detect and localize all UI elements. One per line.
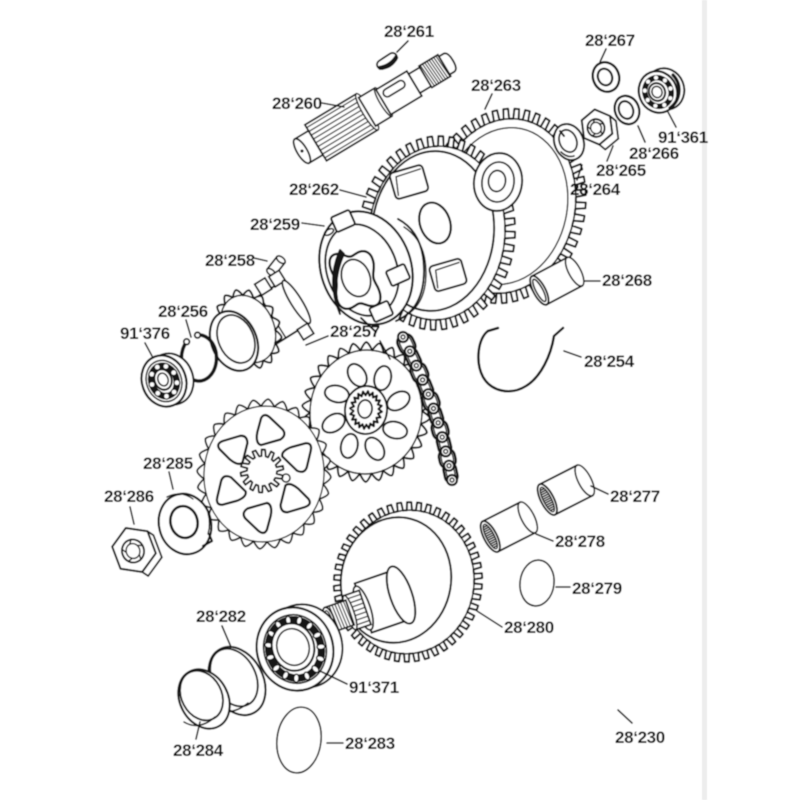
svg-text:28‘256: 28‘256 bbox=[158, 302, 208, 321]
svg-text:28‘279: 28‘279 bbox=[572, 579, 622, 598]
svg-text:28‘262: 28‘262 bbox=[289, 180, 339, 199]
svg-text:28‘257: 28‘257 bbox=[330, 322, 380, 341]
svg-text:91‘376: 91‘376 bbox=[120, 324, 170, 343]
svg-text:28‘254: 28‘254 bbox=[584, 352, 635, 371]
svg-text:28‘278: 28‘278 bbox=[555, 532, 605, 551]
svg-text:28‘266: 28‘266 bbox=[629, 144, 679, 163]
svg-text:28‘259: 28‘259 bbox=[250, 215, 300, 234]
svg-text:28‘263: 28‘263 bbox=[471, 76, 521, 95]
svg-text:28‘267: 28‘267 bbox=[585, 31, 635, 50]
svg-text:28‘261: 28‘261 bbox=[384, 22, 434, 41]
svg-text:28‘230: 28‘230 bbox=[615, 728, 665, 747]
svg-text:28‘268: 28‘268 bbox=[602, 271, 652, 290]
svg-text:28‘260: 28‘260 bbox=[272, 94, 322, 113]
svg-text:28‘258: 28‘258 bbox=[205, 251, 255, 270]
svg-text:91‘371: 91‘371 bbox=[349, 678, 399, 697]
svg-text:28‘284: 28‘284 bbox=[173, 741, 224, 760]
svg-text:28‘280: 28‘280 bbox=[504, 618, 554, 637]
svg-text:28‘282: 28‘282 bbox=[196, 607, 246, 626]
svg-text:28‘277: 28‘277 bbox=[610, 487, 660, 506]
svg-text:28‘265: 28‘265 bbox=[596, 161, 646, 180]
svg-text:28‘286: 28‘286 bbox=[104, 487, 154, 506]
svg-text:28‘283: 28‘283 bbox=[345, 734, 395, 753]
svg-text:28‘285: 28‘285 bbox=[143, 454, 193, 473]
svg-text:28‘264: 28‘264 bbox=[570, 180, 621, 199]
svg-text:91‘361: 91‘361 bbox=[658, 128, 708, 147]
